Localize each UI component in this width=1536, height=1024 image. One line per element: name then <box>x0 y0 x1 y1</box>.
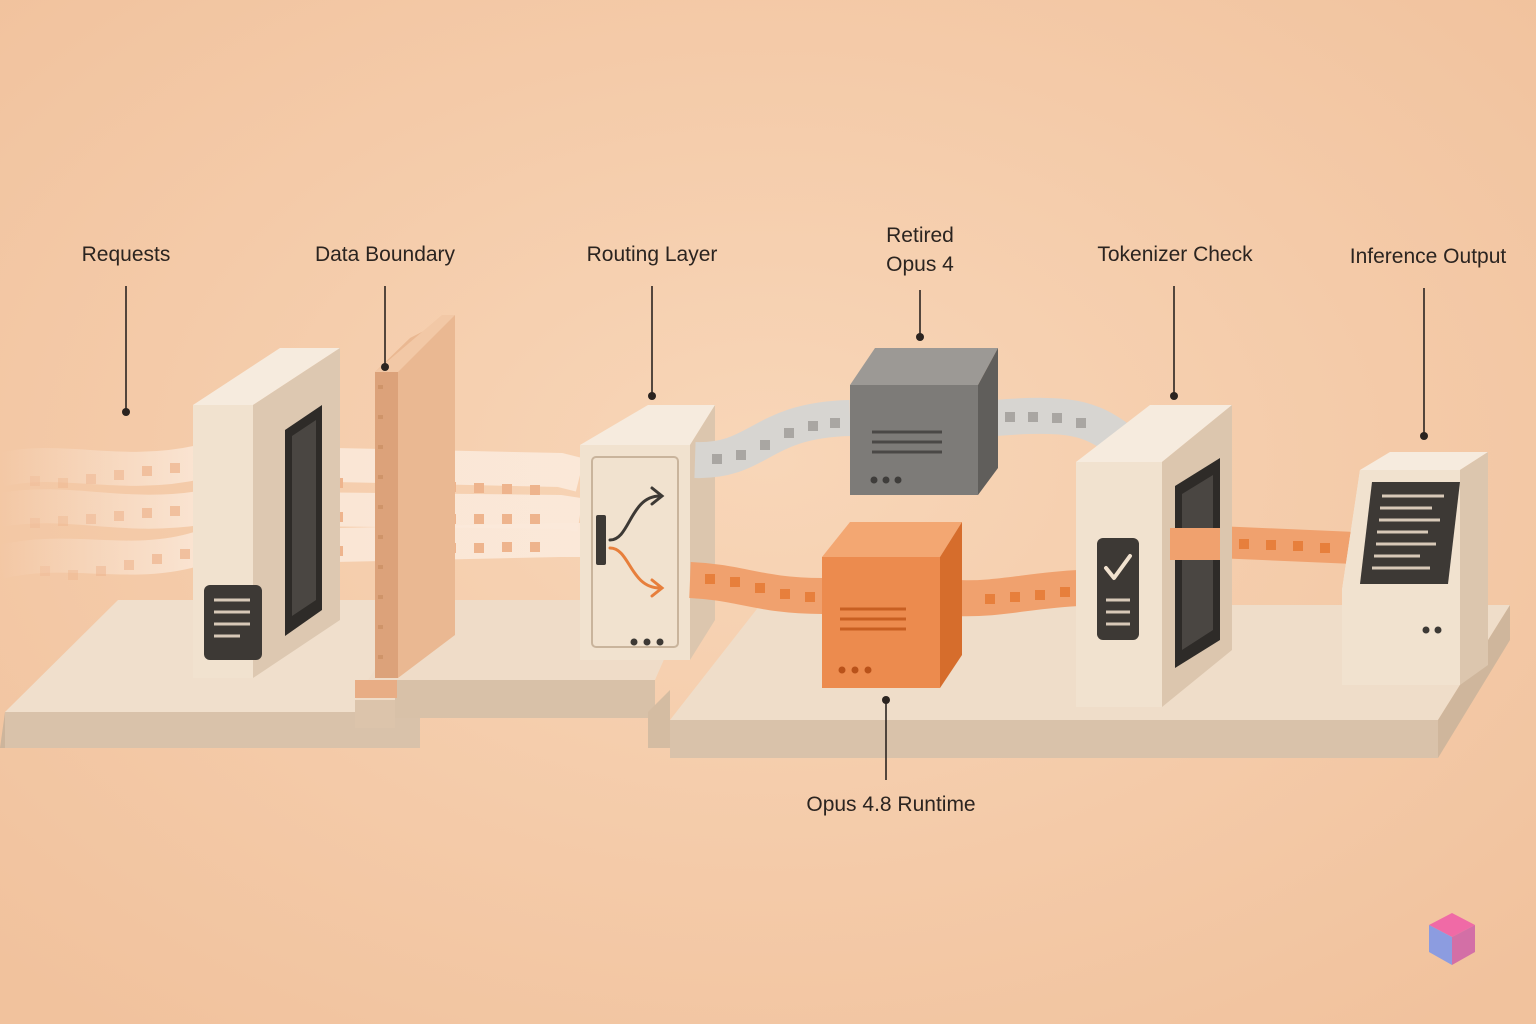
fork-arrow-icon <box>608 486 665 598</box>
label-tokenizer-check: Tokenizer Check <box>1097 243 1253 266</box>
data-boundary-panel <box>355 315 455 698</box>
routing-layer-device <box>580 405 715 660</box>
label-runtime: Opus 4.8 Runtime <box>806 793 976 816</box>
output-terminal <box>1342 452 1488 685</box>
tokenizer-panel <box>1097 538 1139 640</box>
leader-lines <box>125 286 1425 780</box>
leader-dots <box>122 333 1428 704</box>
label-routing-layer: Routing Layer <box>586 243 718 266</box>
request-gateway <box>193 348 340 678</box>
label-data-boundary: Data Boundary <box>314 243 456 266</box>
active-cube <box>822 522 962 688</box>
label-requests: Requests <box>81 243 171 266</box>
checkmark-icon <box>1104 554 1132 580</box>
label-inference-output: Inference Output <box>1349 245 1507 268</box>
status-lights <box>630 638 664 646</box>
cube-logo-icon <box>1429 913 1475 965</box>
retired-cube <box>850 348 998 495</box>
retired-path <box>694 397 1131 479</box>
active-path <box>689 524 1356 617</box>
label-retired-opus: Retired Opus 4 <box>886 224 954 276</box>
tokenizer-gate <box>1076 405 1232 707</box>
switch-icon <box>596 515 606 565</box>
